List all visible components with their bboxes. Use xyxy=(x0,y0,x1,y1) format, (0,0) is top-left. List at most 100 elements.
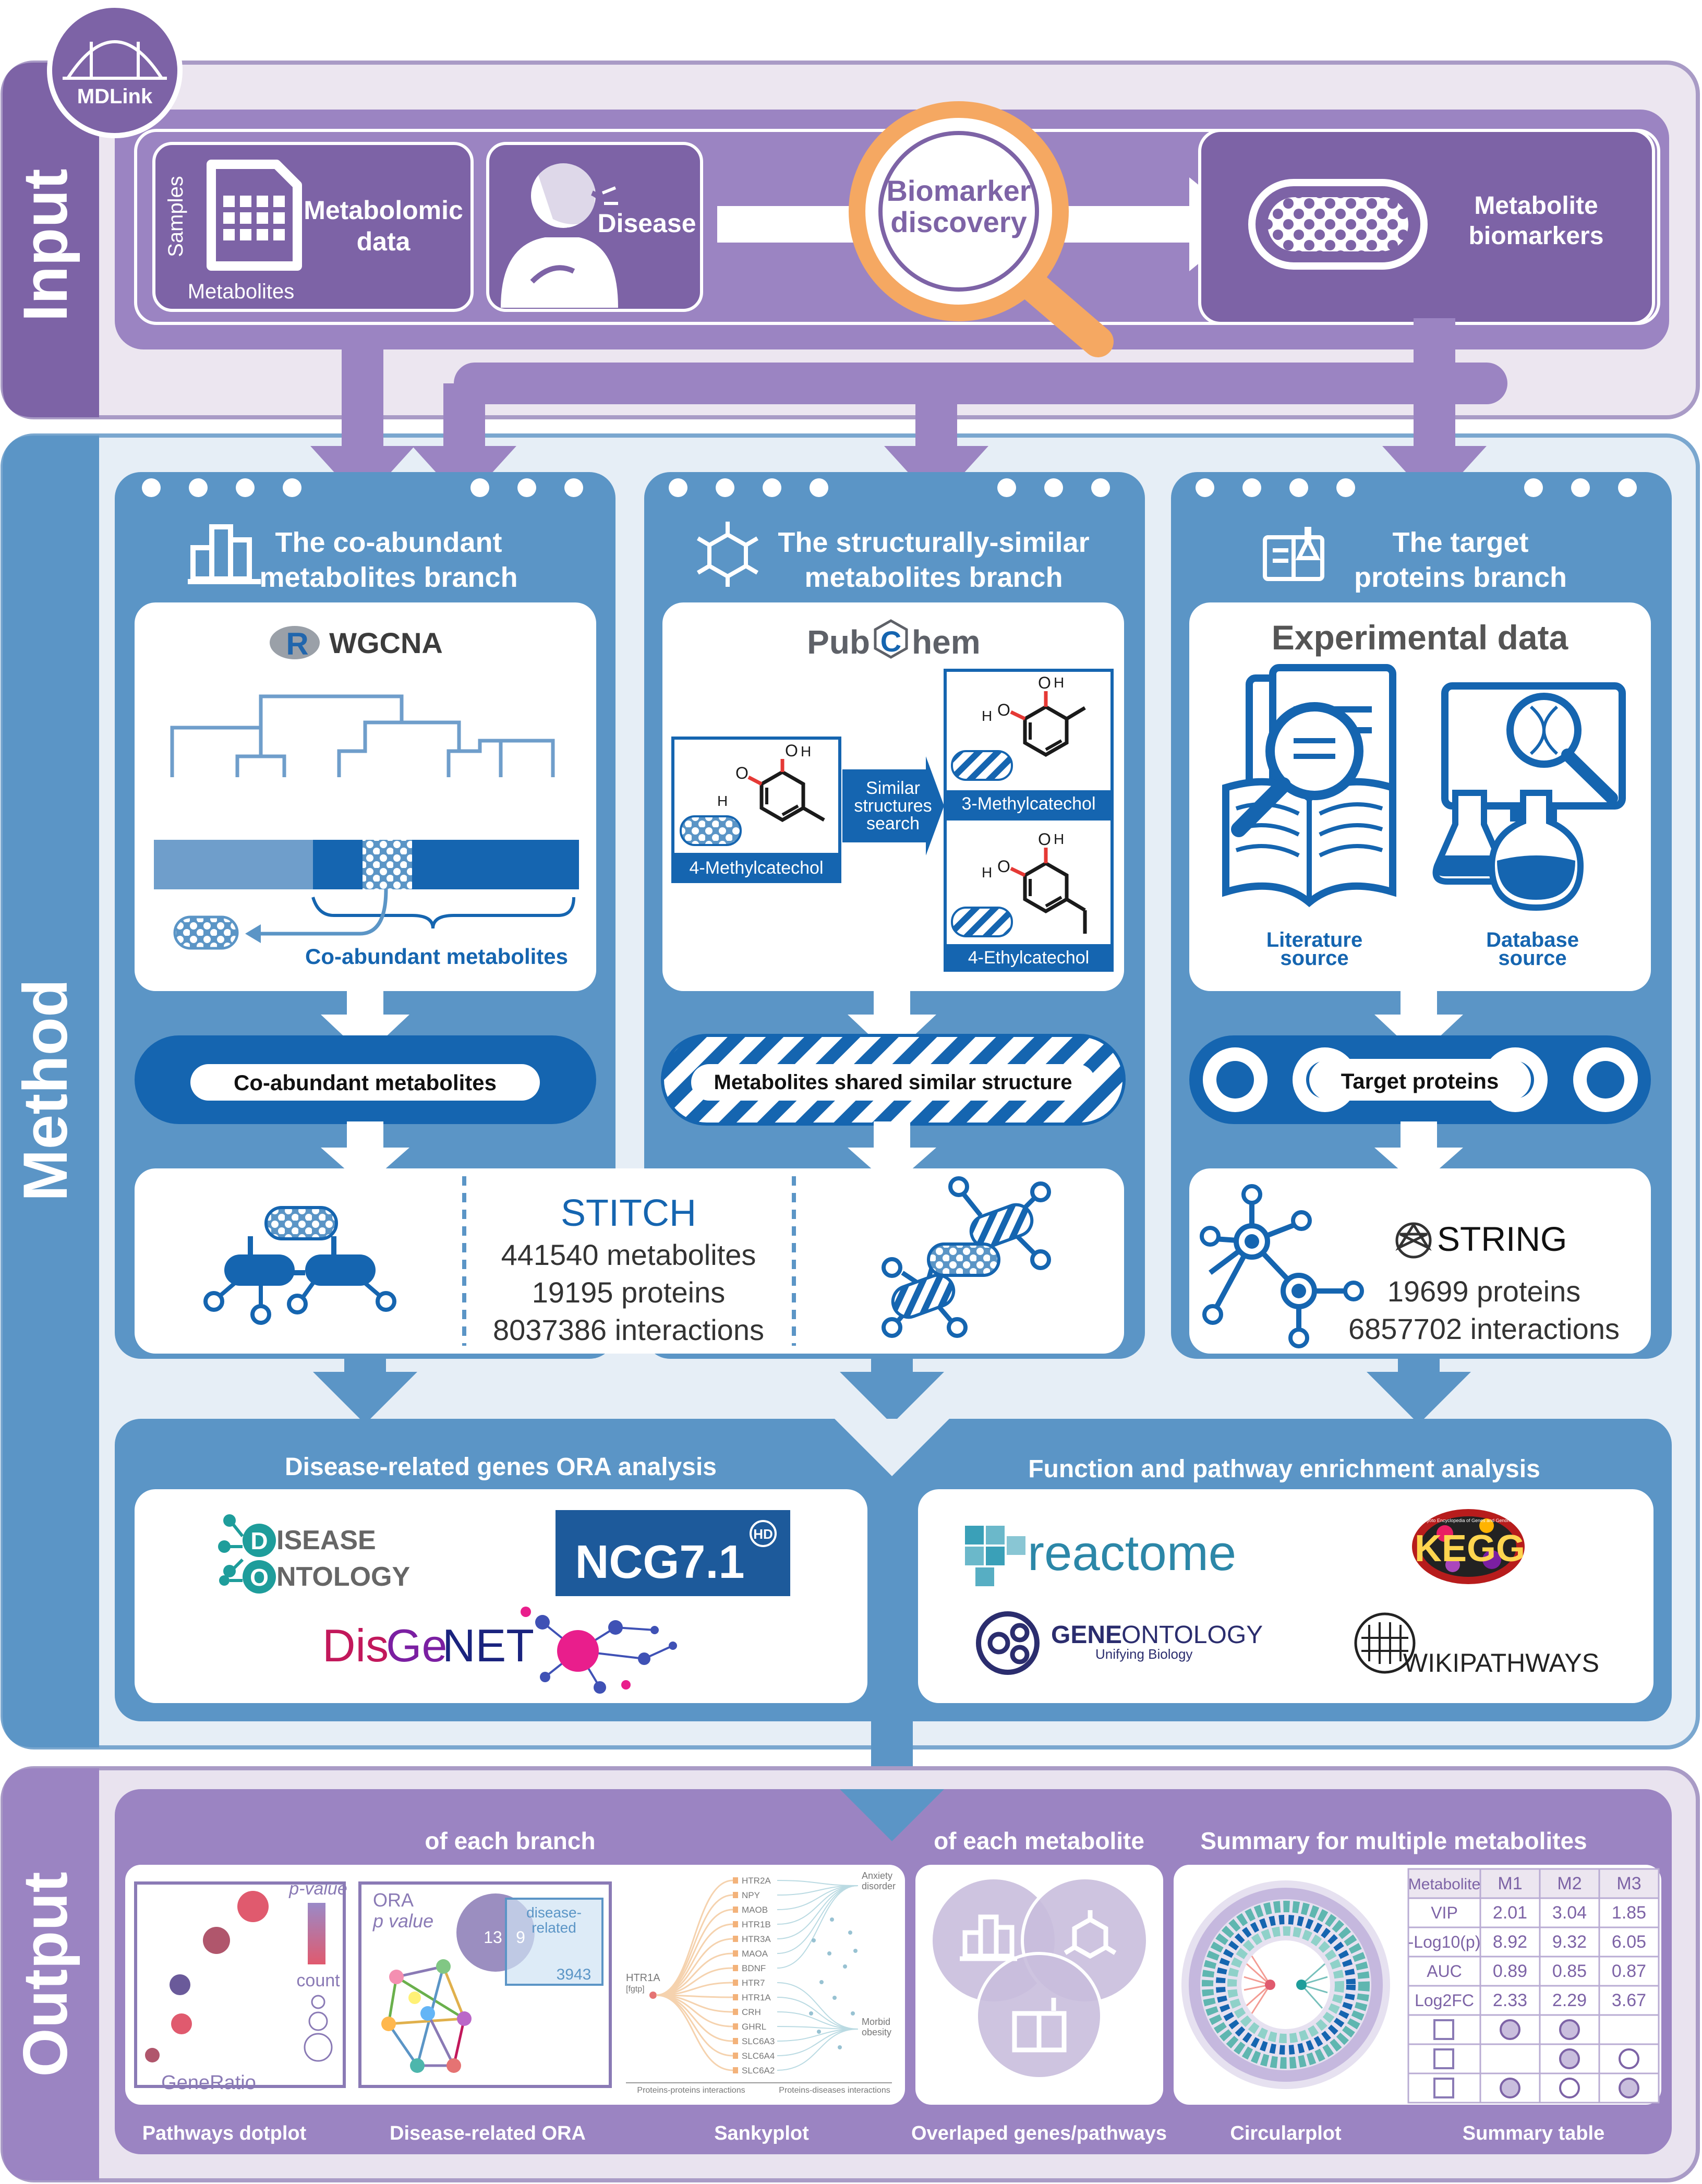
sankey-disease-link xyxy=(777,1885,859,1939)
literature-icon xyxy=(1222,664,1396,908)
branch-icon xyxy=(1433,2078,1454,2098)
reactome-name: reactome xyxy=(1028,1525,1236,1581)
membership-dot xyxy=(1559,2078,1580,2098)
query-o1: O xyxy=(785,741,798,760)
sankey-gene-node xyxy=(733,1965,738,1971)
table-value: 1.85 xyxy=(1612,1903,1646,1923)
module-strip-light xyxy=(154,840,313,889)
hit2-o1: O xyxy=(1038,830,1051,849)
database-line2: source xyxy=(1498,947,1566,970)
sankey-disease-link xyxy=(777,1982,859,2030)
sankey-disease-link xyxy=(777,2026,859,2030)
do-ntology: NTOLOGY xyxy=(276,1562,410,1592)
pathways-dotplot: GeneRatio p-value count xyxy=(134,1879,347,2094)
sankey-disease-link xyxy=(777,1885,859,1896)
literature-line1: Literature xyxy=(1266,928,1363,951)
ncg-logo: NCG7.1 HD xyxy=(556,1510,790,1596)
string-line2: 6857702 interactions xyxy=(1348,1312,1620,1345)
do-d: D xyxy=(250,1527,268,1554)
struct-result-banner: Metabolites shared similar structure xyxy=(661,1034,1126,1126)
metabolite-biomarkers-line1: Metabolite xyxy=(1474,192,1598,220)
sankey-source-sub: [fgtp] xyxy=(626,1985,645,1994)
sankey-disease-link xyxy=(777,1885,859,1910)
target-result-label: Target proteins xyxy=(1341,1069,1499,1093)
hit2-h2: H xyxy=(982,864,992,880)
benzene-icon xyxy=(696,522,759,587)
sankey-disease-link xyxy=(777,1997,859,2030)
database-line1: Database xyxy=(1486,928,1579,951)
enrich-title: Function and pathway enrichment analysis xyxy=(1028,1455,1540,1483)
metabolomic-data-line1: Metabolomic xyxy=(304,196,463,225)
table-header: M1 xyxy=(1498,1874,1522,1893)
sankey-gene-label: HTR3A xyxy=(742,1934,771,1944)
struct-branch-header: The structurally-similar metabolites bra… xyxy=(696,522,1090,593)
sankey-gene-label: HTR1B xyxy=(742,1920,771,1929)
table-value: 2.29 xyxy=(1552,1990,1587,2010)
sankey-gene-label: NPY xyxy=(742,1890,760,1900)
similar-search-arrow xyxy=(842,756,944,855)
stitch-line2: 19195 proteins xyxy=(532,1276,726,1309)
r-logo-icon: R xyxy=(270,626,320,661)
sankey-disease2-line2: obesity xyxy=(862,2027,891,2037)
selected-metabolite-cell xyxy=(363,840,412,889)
disgenet-logo: Dis Ge NET xyxy=(322,1607,677,1694)
branch-icon xyxy=(1433,2048,1454,2069)
sankey-disease1-line2: disorder xyxy=(862,1881,896,1891)
biomarker-line2: discovery xyxy=(890,206,1027,238)
hit1-h1: H xyxy=(1054,674,1064,691)
overlap-venn xyxy=(930,1876,1149,2080)
metabolite-biomarkers-line2: biomarkers xyxy=(1469,222,1604,250)
caption-circular: Circularplot xyxy=(1230,2122,1342,2144)
coab-network-icon xyxy=(203,1206,396,1325)
stitch-name: STITCH xyxy=(561,1192,696,1234)
struct-result-label: Metabolites shared similar structure xyxy=(714,1071,1072,1094)
circular-plot xyxy=(1181,1880,1390,2089)
pubchem-hem: hem xyxy=(912,623,981,661)
table-value: 3.67 xyxy=(1612,1990,1646,2010)
membership-dot xyxy=(1559,2048,1580,2069)
pubchem-c: C xyxy=(880,625,901,658)
hit2-h1: H xyxy=(1054,831,1064,847)
biomarker-pill-icon xyxy=(1248,179,1428,270)
table-cell xyxy=(1407,1897,1481,1928)
coab-title-line2: metabolites branch xyxy=(259,562,517,593)
sankey-gene-node xyxy=(733,1892,738,1898)
hit2-structure: O H O H xyxy=(982,830,1087,934)
stitch-line3: 8037386 interactions xyxy=(493,1313,764,1346)
sankey-gene-label: MAOA xyxy=(742,1949,768,1959)
disgenet-net: NET xyxy=(442,1620,534,1671)
dendrogram xyxy=(170,694,555,777)
string-network-icon xyxy=(1200,1184,1364,1348)
target-result-banner: Target proteins xyxy=(1189,1035,1651,1124)
logo-text: MDLink xyxy=(77,85,153,108)
sankey-plot: HTR1A [fgtp] HTR2A NPY MAOB HTR1B HTR3A MAOA B… xyxy=(626,1871,896,2095)
sankey-gene-label: CRH xyxy=(742,2007,761,2017)
kegg-logo: KEGG Kyoto Encyclopedia of Genes and Gen… xyxy=(1412,1509,1525,1584)
sankey-gene-label: BDNF xyxy=(742,1963,766,1973)
membership-dot xyxy=(1500,2078,1520,2098)
string-name: STRING xyxy=(1437,1220,1567,1258)
coab-result-label: Co-abundant metabolites xyxy=(234,1070,497,1095)
branch-icon xyxy=(1433,2019,1454,2040)
sankey-gene-label: HTR1A xyxy=(742,1993,771,2002)
stitch-card: STITCH 441540 metabolites 19195 proteins… xyxy=(135,1168,1124,1354)
sankey-gene-node xyxy=(733,1994,738,2000)
mdlink-logo: MDLink xyxy=(47,3,183,138)
do-isease: ISEASE xyxy=(276,1525,376,1555)
target-title-line1: The target xyxy=(1392,527,1528,558)
extract-arrow xyxy=(261,889,388,936)
patient-icon xyxy=(501,163,618,308)
sankey-gene-label: HTR2A xyxy=(742,1876,771,1886)
hit2-pill-icon xyxy=(951,907,1013,937)
do-o: O xyxy=(250,1564,269,1591)
query-h1: H xyxy=(801,743,811,759)
table-value: 0.89 xyxy=(1493,1961,1527,1981)
network-arrows xyxy=(321,1121,1463,1187)
coab-title-line1: The co-abundant xyxy=(275,527,502,558)
ora-t2: p value xyxy=(372,1910,433,1932)
hit1-structure: O H O H xyxy=(982,673,1086,757)
sankey-disease-link xyxy=(777,1885,859,1954)
sankey-gene-label: MAOB xyxy=(742,1905,768,1915)
